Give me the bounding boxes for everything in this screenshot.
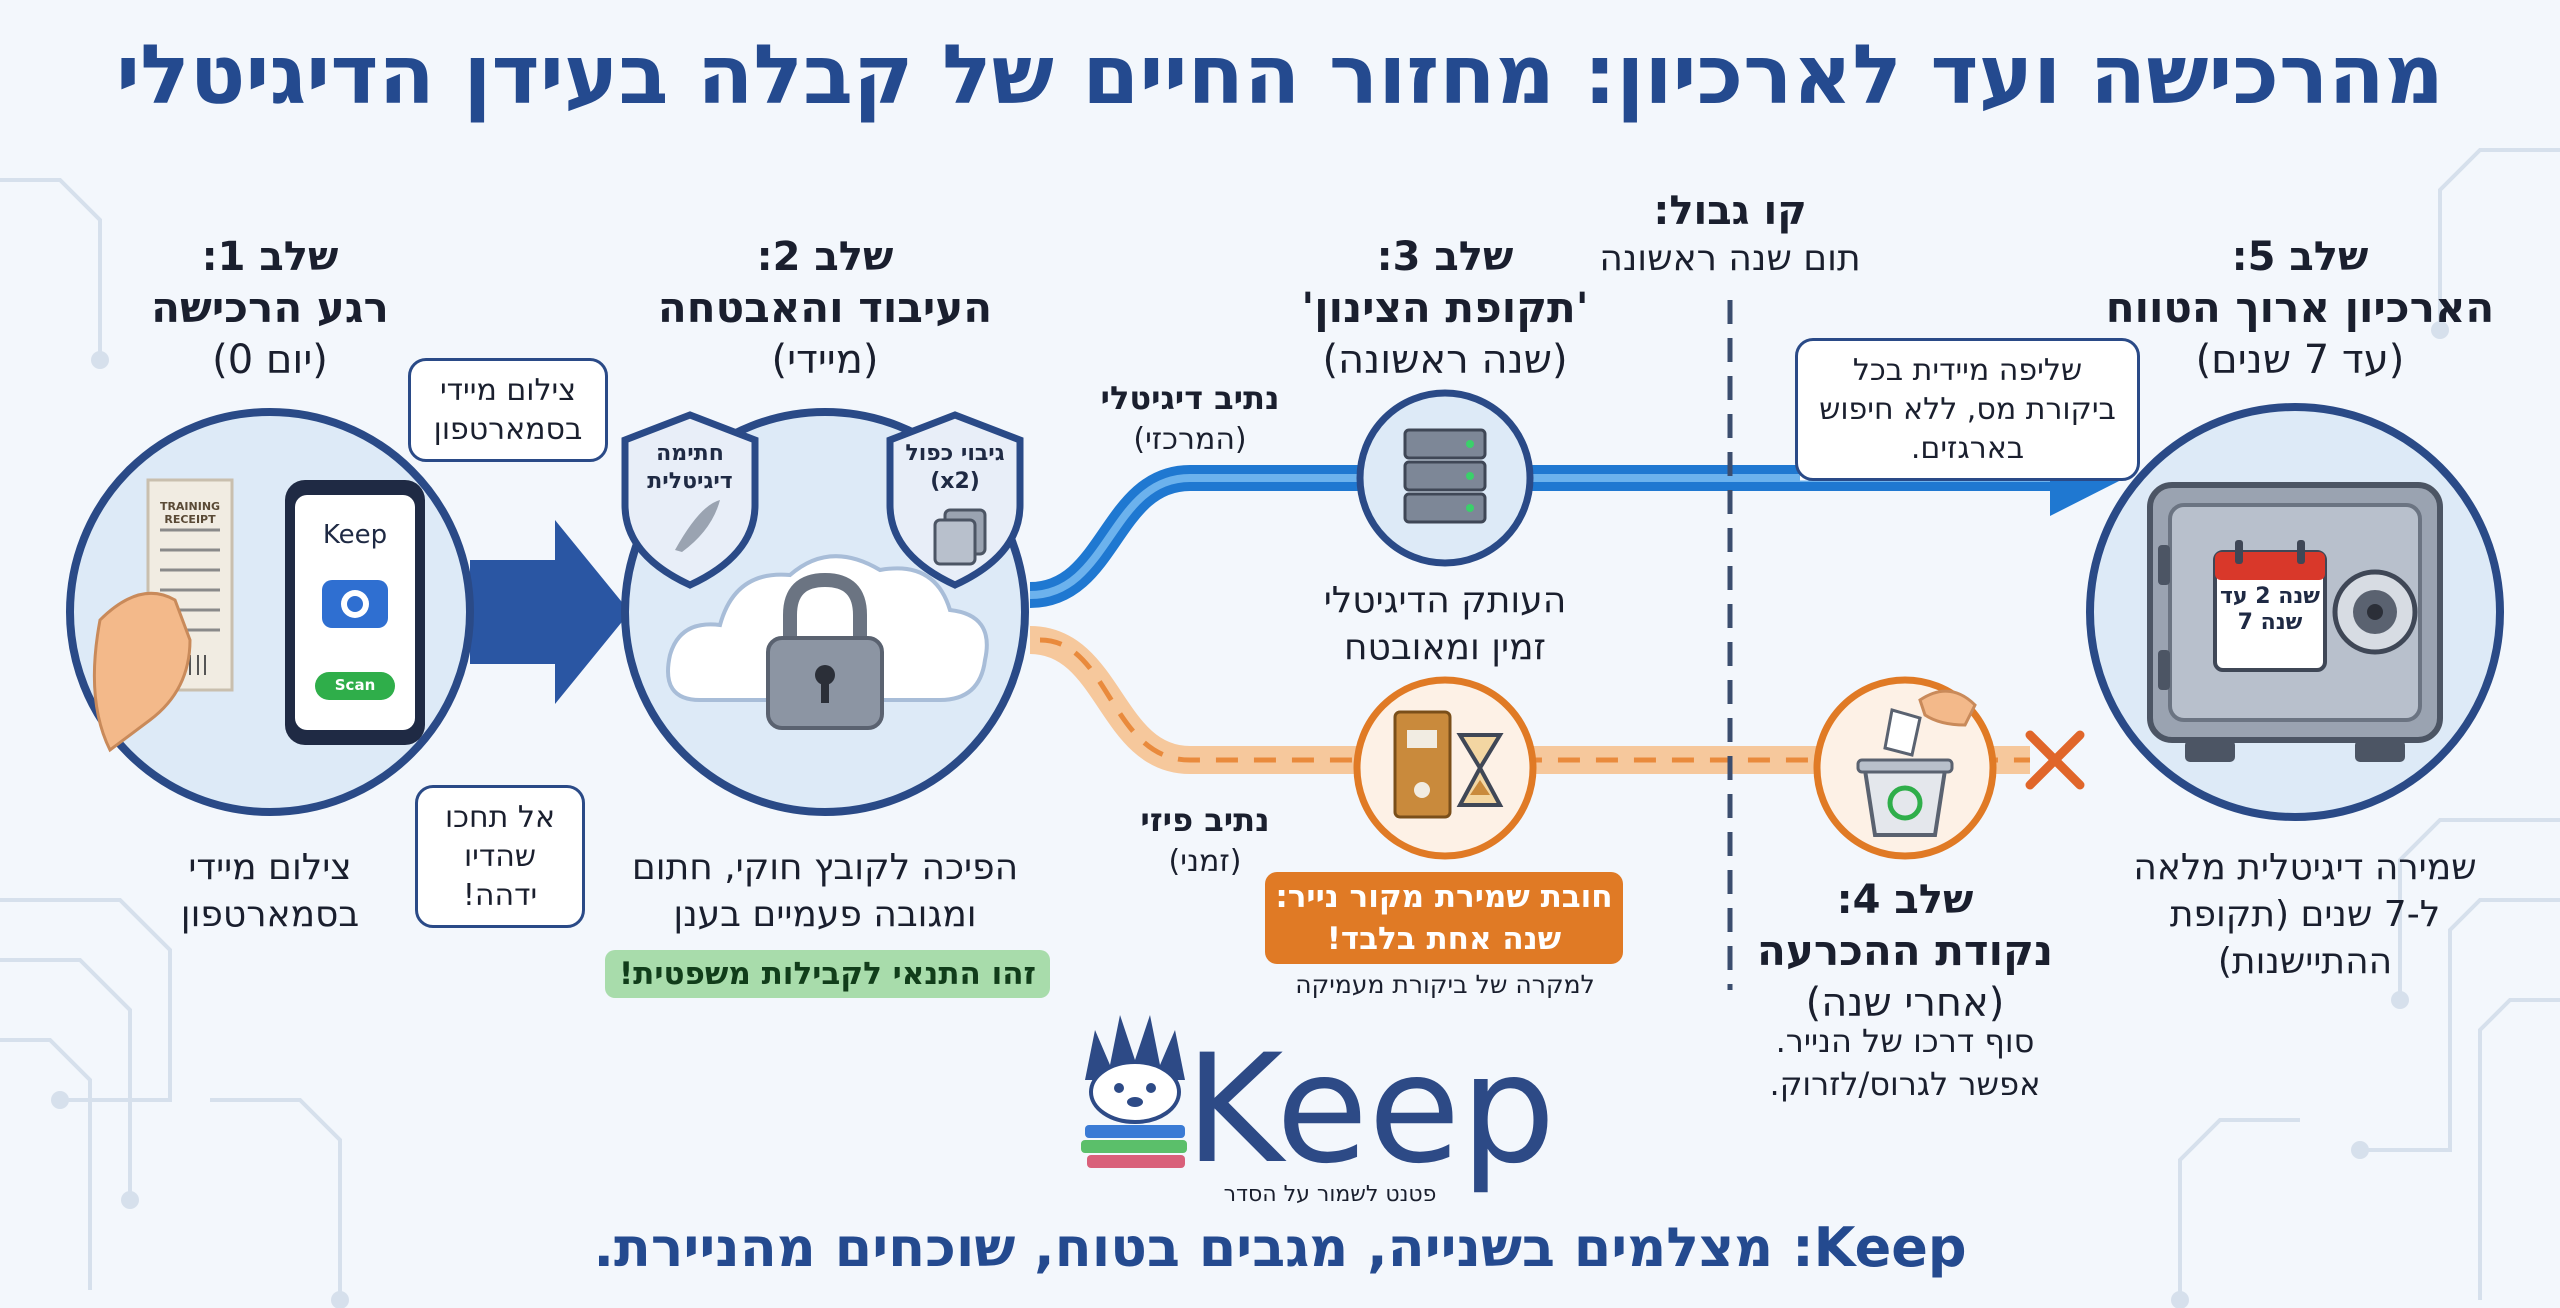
hand-icon (92, 591, 192, 753)
stage5-label: שלב 5: (2231, 234, 2369, 280)
digital-path-labels: נתיב דיגיטלי (המרכזי) (1090, 378, 1290, 459)
flow-arrow-1-2 (470, 520, 630, 704)
stage4-name: נקודת ההכרעה (1757, 926, 2053, 975)
stage2-label: שלב 2: (756, 234, 894, 280)
stage3-sub: (שנה ראשונה) (1322, 336, 1568, 383)
digital-path-label: נתיב דיגיטלי (1100, 379, 1280, 417)
stage1-sub: (יום 0) (212, 336, 328, 383)
physical-path (1028, 626, 2030, 774)
digital-copy-text: העותק הדיגיטלי זמין ומאובטח (1323, 580, 1567, 668)
page-title: מהרכישה ועד לארכיון: מחזור החיים של קבלה… (115, 28, 2445, 123)
boundary-sub: תום שנה ראשונה (1599, 238, 1861, 279)
stage3-name: 'תקופת הצינון' (1301, 283, 1589, 332)
stage1-name: רגע הרכישה (151, 283, 389, 332)
shield-left-label: חתימה דיגיטלית (647, 441, 733, 494)
phone-app-name: Keep (322, 520, 388, 550)
trash-bin-icon (1856, 758, 1954, 837)
legal-admissibility-badge: זהו התנאי לקבילות משפטית! (605, 950, 1050, 998)
paper-retention-badge: חובת שמירת מקור נייר: שנה אחת בלבד! (1265, 872, 1623, 964)
shield-left-icon (621, 411, 759, 589)
stage3-header: שלב 3: 'תקופת הצינון' (שנה ראשונה) (1290, 232, 1600, 385)
stage2-sub: (מיידי) (771, 336, 879, 383)
stage4-label: שלב 4: (1836, 877, 1974, 923)
phone-icon (285, 480, 425, 745)
stage1-header: שלב 1: רגע הרכישה (יום 0) (120, 232, 420, 385)
cloud-icon (666, 554, 989, 702)
stage1-bubble-top: צילום מיידי בסמארטפון (408, 358, 608, 462)
stage3-label: שלב 3: (1376, 234, 1514, 280)
stage2-header: שלב 2: העיבוד והאבטחה (מיידי) (620, 232, 1030, 385)
scan-button[interactable]: Scan (334, 676, 376, 694)
stage1-label: שלב 1: (201, 234, 339, 280)
stage5-description: שמירה דיגיטלית מלאה ל-7 שנים (תקופת ההתי… (2133, 847, 2477, 982)
hourglass-icon (1456, 733, 1504, 807)
padlock-icon (766, 572, 884, 730)
physical-path-end-x (2025, 730, 2085, 790)
physical-path-labels: נתיב פיזי (זמני) (1120, 800, 1290, 881)
calendar-label: שנה 2 עד שנה 7 (2220, 584, 2320, 636)
shield-right-label: גיבוי כפול (x2) (905, 441, 1005, 494)
calendar-icon (2213, 540, 2327, 672)
binder-icon (1393, 710, 1452, 819)
stage4-header: שלב 4: נקודת ההכרעה (אחרי שנה) (1745, 875, 2065, 1028)
logo-tagline: פטנט לשמור על הסדר (1223, 1182, 1437, 1207)
receipt-header: TRAINING RECEIPT (159, 500, 221, 526)
stage2-name: העיבוד והאבטחה (657, 283, 993, 332)
stage5-bubble: שליפה מיידית בכל ביקורת מס, ללא חיפוש בא… (1795, 338, 2140, 481)
dial-icon (2332, 569, 2418, 655)
paper-drop-icon (1883, 708, 1922, 757)
dropping-hand-icon (1918, 689, 1977, 727)
paper-retention-note: למקרה של ביקורת מעמיקה (1295, 970, 1595, 999)
stage4-sub: (אחרי שנה) (1805, 979, 2005, 1026)
stage2-description: הפיכה לקובץ חוקי, חתום ומגובה פעמיים בענ… (631, 847, 1019, 935)
hedgehog-mascot (1081, 1015, 1187, 1168)
backup-disk-icon (933, 508, 987, 566)
boundary-header: קו גבול: תום שנה ראשונה (1560, 186, 1900, 281)
feather-icon (675, 500, 720, 552)
server-icon (1403, 428, 1487, 524)
stage1-description: צילום מיידי בסמארטפון (180, 847, 360, 935)
stage5-sub: (עד 7 שנים) (2195, 336, 2405, 383)
stage5-name: הארכיון ארוך הטווח (2105, 283, 2495, 332)
bottom-tagline: Keep: מצלמים בשנייה, מגבים בטוח, שוכחים … (593, 1216, 1967, 1279)
physical-path-label: נתיב פיזי (1140, 801, 1270, 839)
stage5-header: שלב 5: הארכיון ארוך הטווח (עד 7 שנים) (2100, 232, 2500, 385)
logo-wordmark: Keep (1185, 1023, 1556, 1197)
digital-path-sub: (המרכזי) (1133, 421, 1247, 457)
stage4-description: סוף דרכו של הנייר. אפשר לגרוס/לזרוק. (1769, 1022, 2041, 1104)
shield-right-icon (886, 411, 1024, 589)
physical-path-sub: (זמני) (1168, 843, 1242, 879)
boundary-label: קו גבול: (1653, 188, 1807, 234)
stage1-bubble-bottom: אל תחכו שהדיו ידהה! (415, 785, 585, 928)
